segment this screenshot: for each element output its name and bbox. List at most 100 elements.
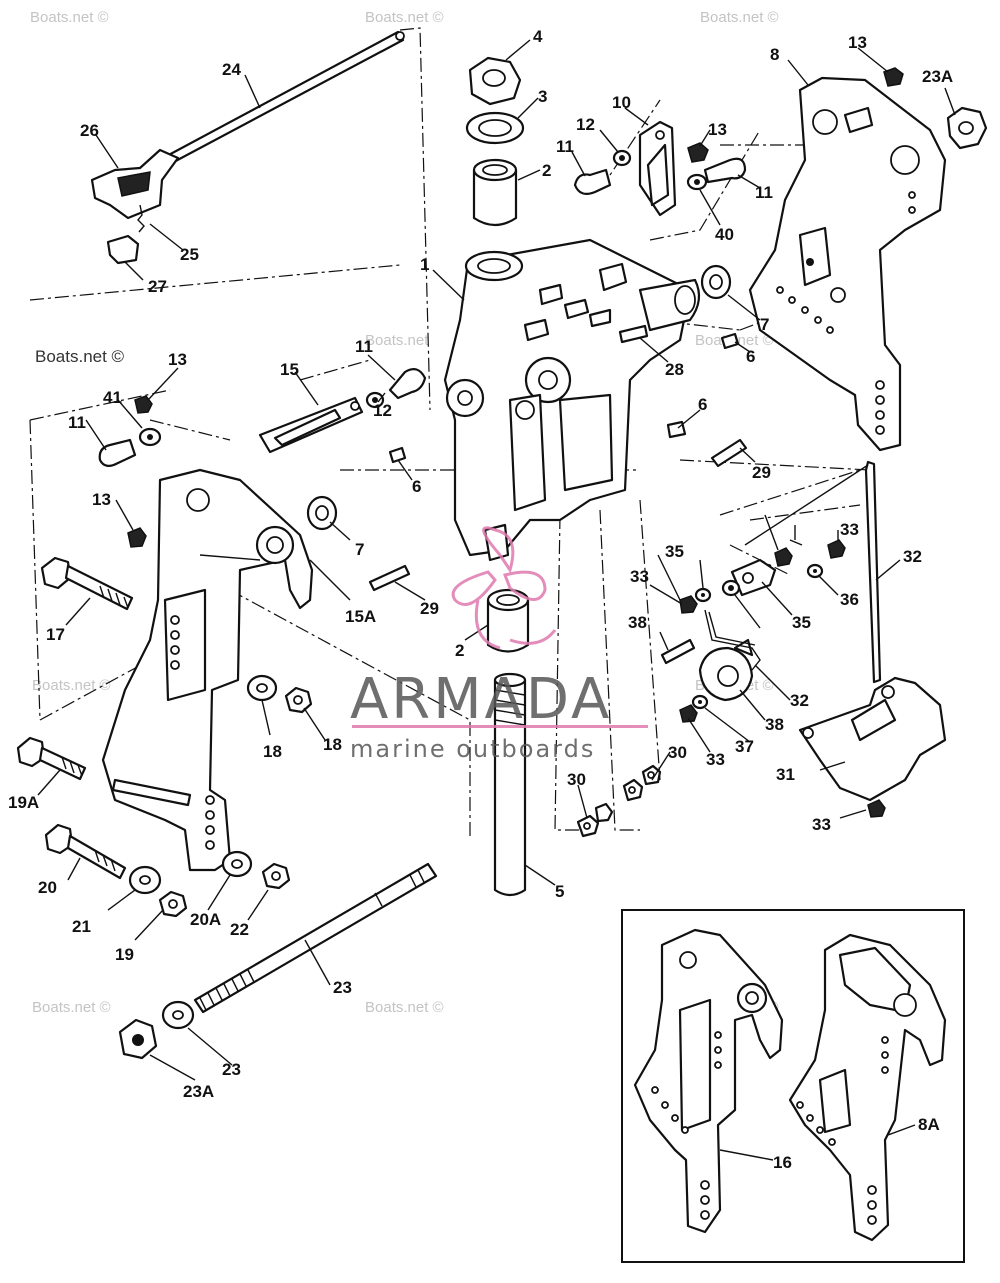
part-35-washer-c bbox=[691, 694, 709, 710]
callout-5: 5 bbox=[555, 882, 564, 901]
part-8A-clamp-bracket bbox=[788, 933, 947, 1242]
part-10-lock-plate bbox=[638, 120, 677, 217]
part-21-nut bbox=[261, 862, 291, 890]
callout-20A: 21 bbox=[72, 917, 91, 936]
part-2-bushing-top bbox=[472, 158, 518, 227]
part-35-washer-a bbox=[694, 587, 712, 603]
callout-30: 30 bbox=[567, 770, 586, 789]
callout-33: 33 bbox=[840, 520, 859, 539]
callout-28: 28 bbox=[665, 360, 684, 379]
part-22-tilt-tube bbox=[193, 862, 438, 1014]
part-30-nut-a bbox=[576, 814, 600, 838]
part-34-plate bbox=[730, 558, 777, 597]
part-41-nut bbox=[774, 547, 793, 567]
callout-38: 40 bbox=[715, 225, 734, 244]
part-5-steering-stud bbox=[493, 672, 527, 897]
part-18-nut-b bbox=[158, 890, 188, 918]
part-6-fitting-c bbox=[388, 446, 407, 464]
callout-4: 4 bbox=[533, 27, 543, 46]
callout-11: 11 bbox=[355, 337, 373, 356]
callout-8A: 8A bbox=[918, 1115, 940, 1134]
part-32-link-rod-b bbox=[744, 460, 882, 684]
callout-11: 11 bbox=[556, 137, 574, 156]
part-25-spring bbox=[137, 204, 145, 233]
part-14-lock-plate bbox=[258, 396, 364, 454]
part-33-nut-d bbox=[867, 799, 886, 818]
part-27-clip bbox=[106, 234, 140, 265]
part-29-pin-a bbox=[710, 438, 748, 468]
part-38-washer-a bbox=[686, 173, 708, 191]
callout-3: 3 bbox=[538, 87, 547, 106]
part-13-nut-c bbox=[134, 395, 153, 414]
part-23-washer bbox=[161, 1000, 195, 1030]
callout-10: 10 bbox=[612, 93, 631, 112]
callout-30: 30 bbox=[668, 743, 687, 762]
callout-7: 7 bbox=[355, 540, 364, 559]
callout-13: 13 bbox=[848, 33, 867, 52]
callout-33: 33 bbox=[812, 815, 831, 834]
part-33-nut-b bbox=[827, 539, 846, 559]
callout-33: 33 bbox=[706, 750, 725, 769]
callout-34: 35 bbox=[792, 613, 811, 632]
part-24-tilt-rod bbox=[148, 30, 405, 174]
propeller-logo bbox=[451, 526, 557, 650]
part-23A-nut-b bbox=[118, 1018, 158, 1060]
callout-11: 11 bbox=[68, 413, 86, 432]
callout-15A: 16 bbox=[773, 1153, 792, 1172]
brand-tagline: marine outboards bbox=[350, 735, 595, 763]
callout-24: 24 bbox=[222, 60, 241, 79]
callout-12: 12 bbox=[576, 115, 595, 134]
site-watermark: Boats.net bbox=[365, 332, 429, 349]
part-12-washer-a bbox=[612, 149, 632, 167]
callout-11: 11 bbox=[755, 183, 773, 202]
part-33-nut-a bbox=[679, 595, 698, 614]
callout-20: 20A bbox=[190, 910, 221, 929]
callout-32: 32 bbox=[903, 547, 922, 566]
part-35-washer-b bbox=[806, 563, 824, 579]
part-13-nut-a bbox=[687, 142, 709, 163]
callout-35: 35 bbox=[665, 542, 684, 561]
site-watermark: Boats.net © bbox=[32, 677, 111, 694]
callout-6: 6 bbox=[412, 477, 421, 496]
part-11-bolt-c bbox=[388, 367, 427, 400]
callout-18: 19 bbox=[115, 945, 134, 964]
callout-2: 2 bbox=[542, 161, 551, 180]
callout-15: 15A bbox=[345, 607, 376, 626]
callout-22: 23 bbox=[333, 978, 352, 997]
callout-19A: 20 bbox=[38, 878, 57, 897]
part-13-nut-b bbox=[883, 67, 904, 87]
part-3-washer bbox=[465, 111, 525, 145]
part-31-shoe bbox=[798, 676, 947, 802]
callout-17: 18 bbox=[263, 742, 282, 761]
site-watermark: Boats.net © bbox=[30, 9, 109, 26]
part-38-washer-b bbox=[138, 427, 162, 447]
part-33-nut-c bbox=[679, 704, 698, 723]
part-36-pin bbox=[660, 638, 696, 665]
brand-watermark: ARMADA marine outboards bbox=[350, 526, 648, 763]
part-11-bolt-a bbox=[573, 168, 612, 195]
part-17-washer bbox=[246, 674, 278, 702]
callout-23A: 23A bbox=[183, 1082, 214, 1101]
part-39-pin bbox=[789, 539, 803, 546]
callout-37: 38 bbox=[765, 715, 784, 734]
part-4-nut bbox=[468, 56, 522, 106]
part-12-washer-b bbox=[365, 391, 385, 409]
callout-35: 37 bbox=[735, 737, 754, 756]
part-15A-clamp-bracket bbox=[633, 928, 784, 1234]
part-30-washer-b bbox=[594, 802, 614, 823]
callout-32: 32 bbox=[790, 691, 809, 710]
callout-31: 31 bbox=[776, 765, 795, 784]
callout-29: 29 bbox=[752, 463, 771, 482]
callout-14: 15 bbox=[280, 360, 299, 379]
part-16-bolt bbox=[40, 556, 134, 611]
callout-21: 22 bbox=[230, 920, 249, 939]
site-watermark: Boats.net © bbox=[700, 9, 779, 26]
part-40-washer bbox=[721, 579, 741, 597]
part-20-washer bbox=[221, 850, 253, 878]
part-29-pin-b bbox=[368, 564, 411, 592]
brand-underline bbox=[352, 725, 648, 728]
callout-1: 1 bbox=[420, 255, 429, 274]
callout-27: 27 bbox=[148, 277, 167, 296]
callout-29: 29 bbox=[420, 599, 439, 618]
